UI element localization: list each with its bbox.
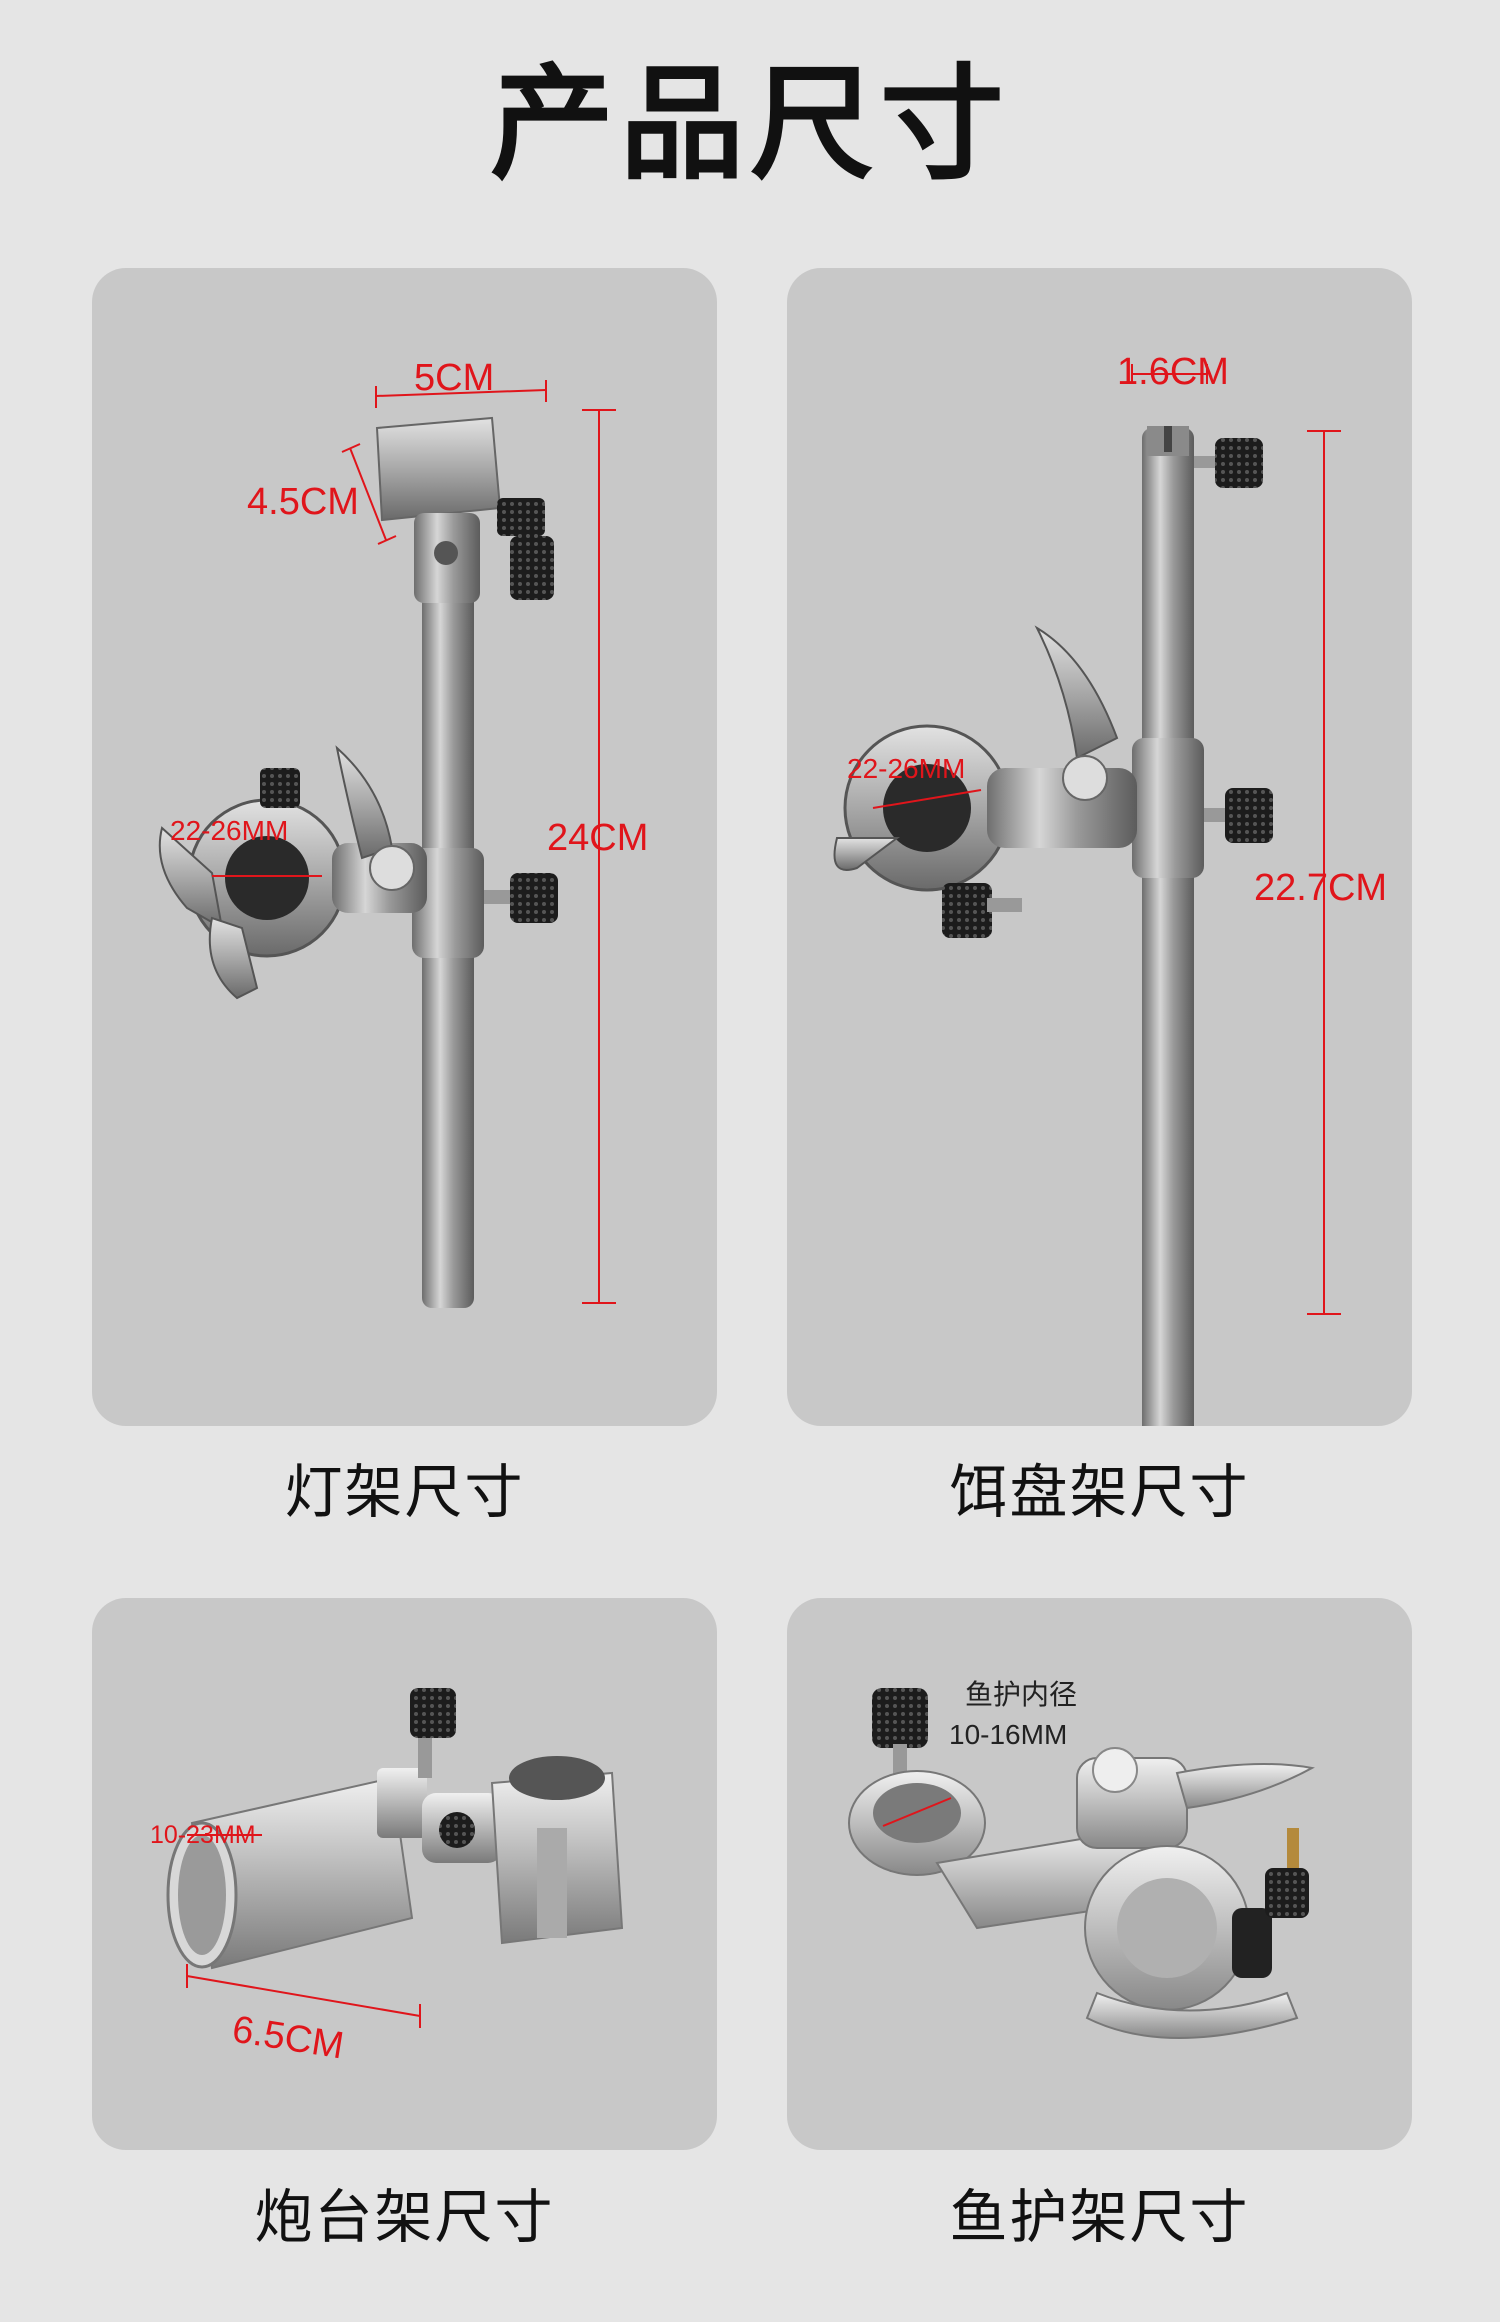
bait-tray-holder-card: 1.6CM 22-26MM 22.7CM — [787, 268, 1412, 1426]
width-label: 5CM — [414, 357, 495, 399]
bait-tray-holder-caption: 饵盘架尺寸 — [949, 1458, 1250, 1526]
fish-net-holder-caption: 鱼护架尺寸 — [949, 2183, 1250, 2251]
inner-diameter-title: 鱼护内径 — [965, 1679, 1078, 1710]
lamp-holder-image — [158, 380, 616, 1308]
page-title: 产品尺寸 — [489, 53, 1010, 197]
rod-mount-card: 10-23MM 6.5CM — [92, 1598, 717, 2150]
clamp-range-label: 22-26MM — [170, 815, 289, 846]
bore-range-label: 10-23MM — [150, 1821, 256, 1849]
fish-net-holder-card: 鱼护内径 10-16MM — [787, 1598, 1412, 2150]
depth-label: 4.5CM — [247, 481, 359, 523]
inner-diameter-label: 10-16MM — [949, 1719, 1068, 1750]
fish-net-holder-image — [848, 1688, 1315, 2039]
clamp-range-label: 22-26MM — [847, 753, 966, 784]
height-label: 24CM — [547, 817, 649, 859]
top-width-label: 1.6CM — [1117, 351, 1229, 393]
rod-mount-image — [166, 1688, 624, 2028]
lamp-holder-caption: 灯架尺寸 — [284, 1458, 525, 1526]
rod-mount-caption: 炮台架尺寸 — [254, 2183, 555, 2251]
height-label: 22.7CM — [1254, 867, 1388, 909]
lamp-holder-card: 5CM 4.5CM 22-26MM 24CM — [92, 268, 717, 1426]
bait-tray-holder-image — [833, 364, 1341, 1426]
